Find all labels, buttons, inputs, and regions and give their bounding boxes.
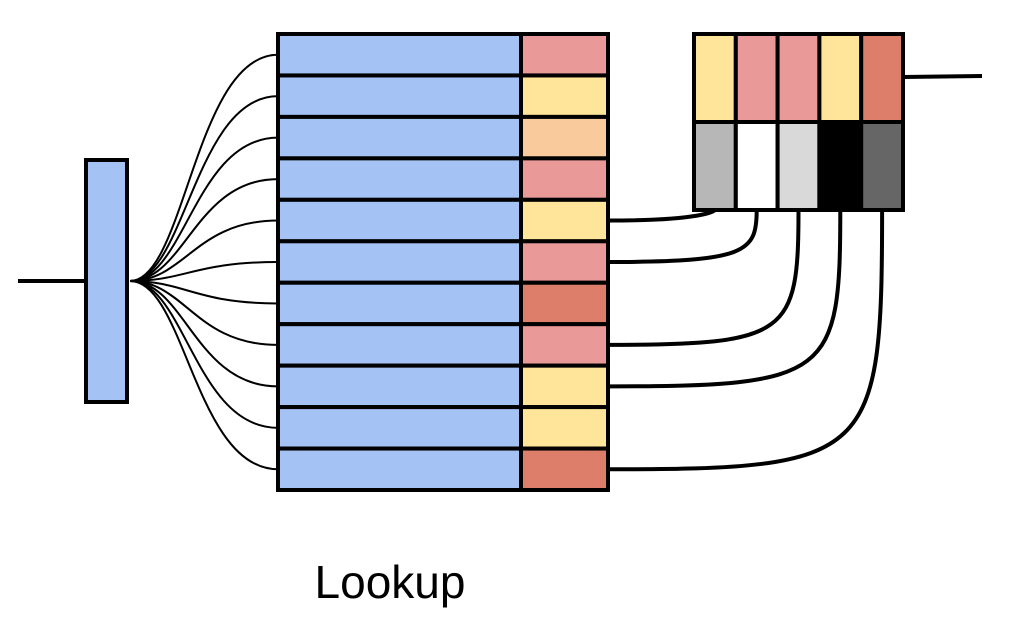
table-row-value [519,156,610,202]
fan-wire [129,178,279,282]
fan-wire [129,261,279,282]
table-row-value [519,239,610,285]
wires [129,53,885,472]
fan-wire [129,136,279,282]
table-row-key [276,363,523,410]
table-row-key [276,32,523,78]
table-row-value [519,322,610,368]
fan-wire [129,280,279,346]
output-cell-bottom [692,120,738,212]
table-row-value [519,446,610,492]
fan-wire [129,280,279,388]
table-row-value [519,197,610,244]
fan-wire [129,280,279,305]
output-cell-top [859,32,906,124]
table-row-value [519,280,610,327]
output-wire [607,209,843,389]
output-line [902,74,983,79]
fan-wire [129,219,279,282]
fan-wire [129,280,279,429]
lookup-table [276,32,610,492]
output-vector [692,32,906,212]
table-row-value [519,73,610,119]
table-row-key [276,405,523,451]
table-row-key [276,73,523,119]
output-wire [607,209,801,347]
table-row-value [519,405,610,451]
table-row-key [276,197,523,244]
output-cell-bottom [817,120,864,212]
table-row-key [276,114,523,161]
output-wire [607,209,885,472]
output-cell-bottom [859,120,906,212]
output-cell-top [692,32,738,124]
fan-wire [129,53,279,282]
table-row-key [276,446,523,492]
input-vector [84,158,129,404]
table-row-key [276,322,523,368]
lookup-caption: Lookup [314,556,466,608]
table-row-key [276,239,523,285]
table-row-value [519,363,610,410]
output-cell-bottom [733,120,780,212]
output-cell-top [817,32,864,124]
table-row-value [519,114,610,161]
fan-wire [129,95,279,282]
output-wire [607,209,759,264]
table-row-value [519,32,610,78]
output-cell-top [733,32,780,124]
output-cell-bottom [775,120,822,212]
fan-wire [129,280,279,471]
table-row-key [276,156,523,202]
table-row-key [276,280,523,327]
output-cell-top [775,32,822,124]
